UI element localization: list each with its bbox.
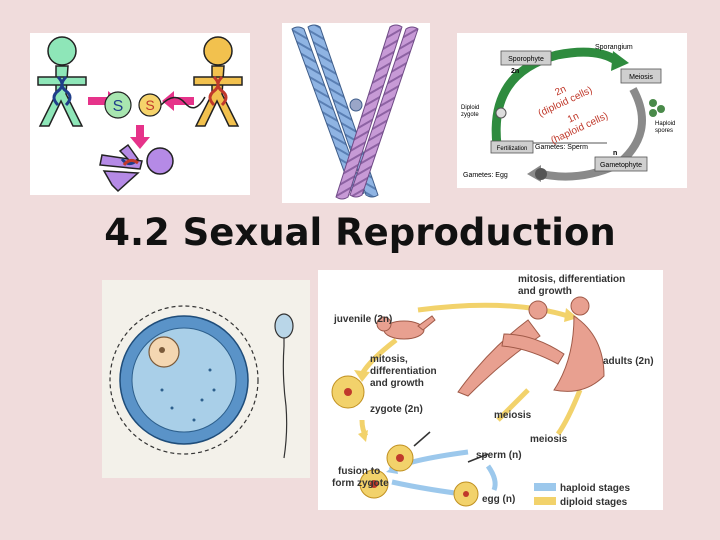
gamete-right-label: S xyxy=(145,97,154,113)
label-and-growth-left: and growth xyxy=(370,378,424,389)
plant-life-cycle-diagram: Sporophyte 2n Sporangium Meiosis Haploid… xyxy=(461,44,675,182)
center-ploidy-labels: 2n (diploid cells) 1n (haploid cells) xyxy=(537,84,610,147)
label-meiosis-1: meiosis xyxy=(494,410,532,421)
label-mitosis-top: mitosis, differentiation xyxy=(518,274,625,285)
juvenile-figure xyxy=(376,315,436,340)
legend-haploid-swatch xyxy=(534,483,556,491)
fertilization-cartoon: S S xyxy=(30,33,250,195)
plant-life-cycle: Sporophyte 2n Sporangium Meiosis Haploid… xyxy=(457,33,687,188)
svg-text:1n: 1n xyxy=(566,111,581,126)
gametophyte-ploidy: n xyxy=(613,150,617,157)
egg-sperm-drawing xyxy=(102,280,310,478)
label-zygote: zygote (2n) xyxy=(370,404,423,415)
gametophyte-box xyxy=(594,156,648,172)
haploid-spores-label-1: Haploid xyxy=(655,121,675,127)
legend-diploid-swatch xyxy=(534,497,556,505)
label-meiosis-2: meiosis xyxy=(530,434,568,445)
gametes-egg-label: Gametes: Egg xyxy=(463,172,508,179)
gametes-sperm-label: Gametes: Sperm xyxy=(535,144,588,151)
sporangium-label: Sporangium xyxy=(595,44,633,51)
sperm-tail xyxy=(282,338,288,459)
slide-title: 4.2 Sexual Reproduction xyxy=(104,211,616,254)
label-egg: egg (n) xyxy=(482,494,515,505)
gamete-left-label: S xyxy=(113,98,124,115)
centromere xyxy=(349,98,363,112)
label-fusion-1: fusion to xyxy=(338,466,380,477)
sporophyte-label: Sporophyte xyxy=(508,56,544,63)
label-differentiation-left: differentiation xyxy=(370,366,437,377)
sporophyte-box xyxy=(500,50,552,66)
sporophyte-ploidy: 2n xyxy=(511,68,519,75)
svg-text:2n: 2n xyxy=(553,84,568,99)
human-life-cycle-diagram: mitosis, differentiation and growth juve… xyxy=(331,274,654,508)
diploid-zygote-label-2: zygote xyxy=(461,112,479,118)
chromosome-figure xyxy=(282,23,430,203)
legend-haploid-label: haploid stages xyxy=(560,483,630,494)
egg-sperm-art xyxy=(109,305,294,459)
label-mitosis-left: mitosis, xyxy=(370,354,408,365)
haploid-spores-label-2: spores xyxy=(655,128,673,134)
label-adults: adults (2n) xyxy=(603,356,654,367)
egg-corona xyxy=(109,305,259,455)
sperm-head xyxy=(274,313,294,339)
gametophyte-label: Gametophyte xyxy=(600,162,642,169)
label-juvenile: juvenile (2n) xyxy=(333,314,392,325)
offspring-figure xyxy=(99,143,174,193)
adults-figure xyxy=(457,296,605,397)
chromosome-art xyxy=(291,24,419,200)
meiosis-label: Meiosis xyxy=(629,74,653,81)
diploid-zygote-label-1: Diploid xyxy=(461,105,479,111)
gamete-left xyxy=(104,91,132,119)
label-and-growth-top: and growth xyxy=(518,286,572,297)
fertilization-box xyxy=(490,140,534,154)
human-life-cycle: mitosis, differentiation and growth juve… xyxy=(318,270,663,510)
fertilization-label: Fertilization xyxy=(497,146,528,152)
egg-cytoplasm xyxy=(131,327,237,433)
fertilization-cartoon-art: S S xyxy=(37,36,243,193)
meiosis-box xyxy=(620,68,662,84)
label-sperm: sperm (n) xyxy=(476,450,522,461)
label-fusion-2: form zygote xyxy=(332,478,389,489)
chromatid-pair-purple xyxy=(335,24,419,200)
legend-diploid-label: diploid stages xyxy=(560,497,628,508)
svg-text:(haploid cells): (haploid cells) xyxy=(549,111,610,147)
